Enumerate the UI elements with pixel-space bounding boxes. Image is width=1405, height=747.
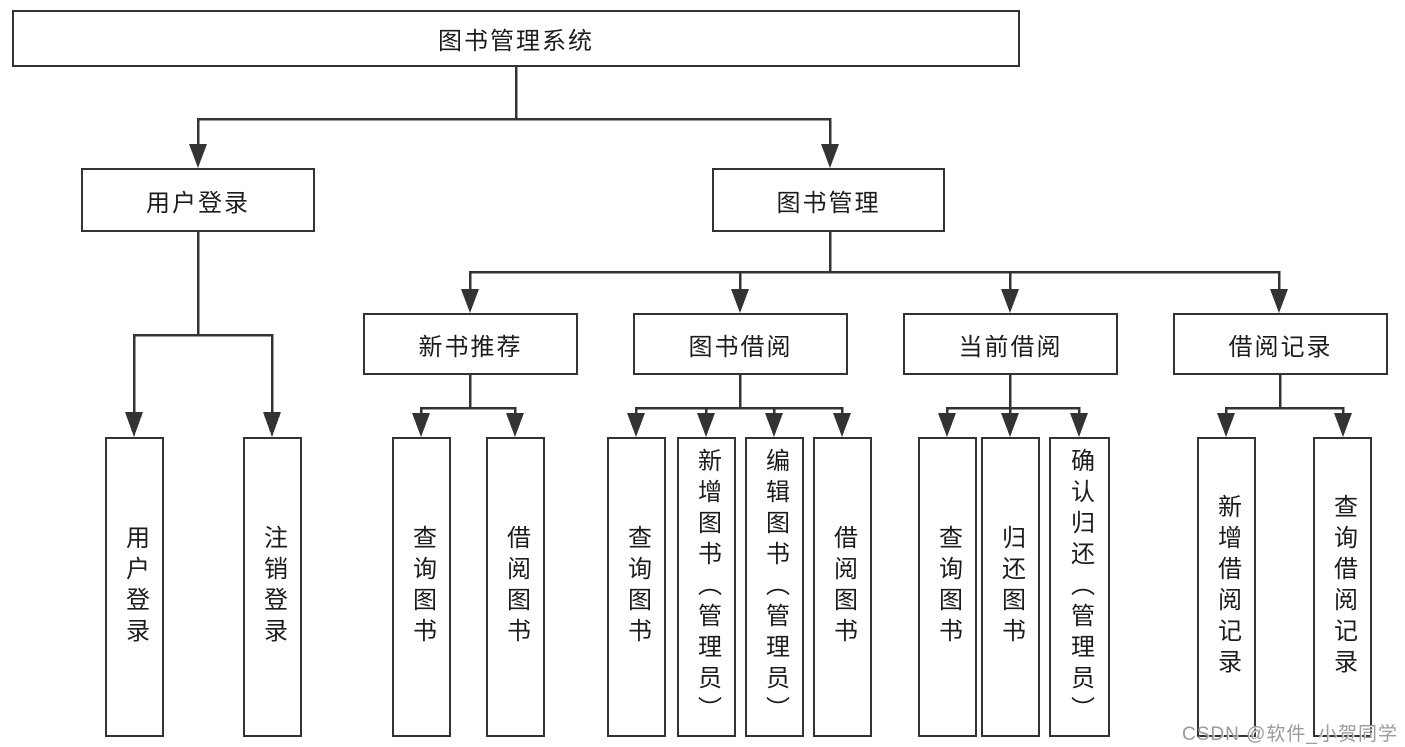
connector-bookmgmt-to-level3 — [461, 232, 1288, 313]
leaf-logout-login-label: 注销登录 — [259, 525, 287, 649]
node-borrow-records: 借阅记录 — [1173, 313, 1388, 375]
leaf-query-borrow-record-label: 查询借阅记录 — [1329, 494, 1357, 680]
leaf-borrow-book-2: 借阅图书 — [813, 437, 872, 737]
leaf-edit-book-admin: 编辑图书（管理员） — [745, 437, 804, 737]
leaf-edit-book-admin-label: 编辑图书（管理员） — [761, 447, 789, 727]
leaf-query-book-2: 查询图书 — [607, 437, 666, 737]
connector-records-leaves — [1217, 375, 1352, 437]
node-new-book-recommend-label: 新书推荐 — [418, 333, 523, 361]
leaf-query-book-3-label: 查询图书 — [934, 525, 962, 649]
leaf-logout-login: 注销登录 — [243, 437, 302, 737]
node-current-borrow-label: 当前借阅 — [958, 333, 1063, 361]
leaf-query-book-1: 查询图书 — [392, 437, 451, 737]
leaf-confirm-return-admin-label: 确认归还（管理员） — [1066, 447, 1094, 727]
leaf-user-login: 用户登录 — [105, 437, 164, 737]
connector-currentborrow-leaves — [938, 375, 1088, 437]
leaf-return-book-label: 归还图书 — [997, 525, 1025, 649]
connector-newbook-leaves — [412, 375, 524, 437]
leaf-return-book: 归还图书 — [981, 437, 1040, 737]
node-root-label: 图书管理系统 — [438, 28, 594, 55]
connector-login-branch — [125, 232, 281, 437]
leaf-query-book-3: 查询图书 — [918, 437, 977, 737]
watermark: CSDN @软件_小贺同学 — [1182, 724, 1398, 745]
leaf-add-book-admin-label: 新增图书（管理员） — [693, 447, 721, 727]
node-user-login: 用户登录 — [81, 168, 315, 232]
leaf-add-borrow-record: 新增借阅记录 — [1197, 437, 1256, 737]
connector-bookborrow-leaves — [627, 375, 851, 437]
leaf-confirm-return-admin: 确认归还（管理员） — [1049, 437, 1110, 737]
leaf-borrow-book-2-label: 借阅图书 — [829, 525, 857, 649]
node-book-borrow: 图书借阅 — [633, 313, 848, 375]
leaf-query-book-1-label: 查询图书 — [408, 525, 436, 649]
node-new-book-recommend: 新书推荐 — [363, 313, 578, 375]
leaf-borrow-book-1-label: 借阅图书 — [502, 525, 530, 649]
node-current-borrow: 当前借阅 — [903, 313, 1118, 375]
node-book-borrow-label: 图书借阅 — [688, 333, 793, 361]
node-borrow-records-label: 借阅记录 — [1228, 333, 1333, 361]
node-book-management-label: 图书管理 — [776, 189, 881, 217]
leaf-user-login-label: 用户登录 — [121, 525, 149, 649]
connector-root-to-level2 — [189, 67, 839, 168]
node-user-login-label: 用户登录 — [146, 189, 250, 217]
leaf-add-borrow-record-label: 新增借阅记录 — [1213, 494, 1241, 680]
node-root: 图书管理系统 — [12, 10, 1020, 67]
leaf-query-book-2-label: 查询图书 — [623, 525, 651, 649]
leaf-borrow-book-1: 借阅图书 — [486, 437, 545, 737]
leaf-add-book-admin: 新增图书（管理员） — [677, 437, 736, 737]
leaf-query-borrow-record: 查询借阅记录 — [1313, 437, 1372, 737]
node-book-management: 图书管理 — [712, 168, 945, 232]
